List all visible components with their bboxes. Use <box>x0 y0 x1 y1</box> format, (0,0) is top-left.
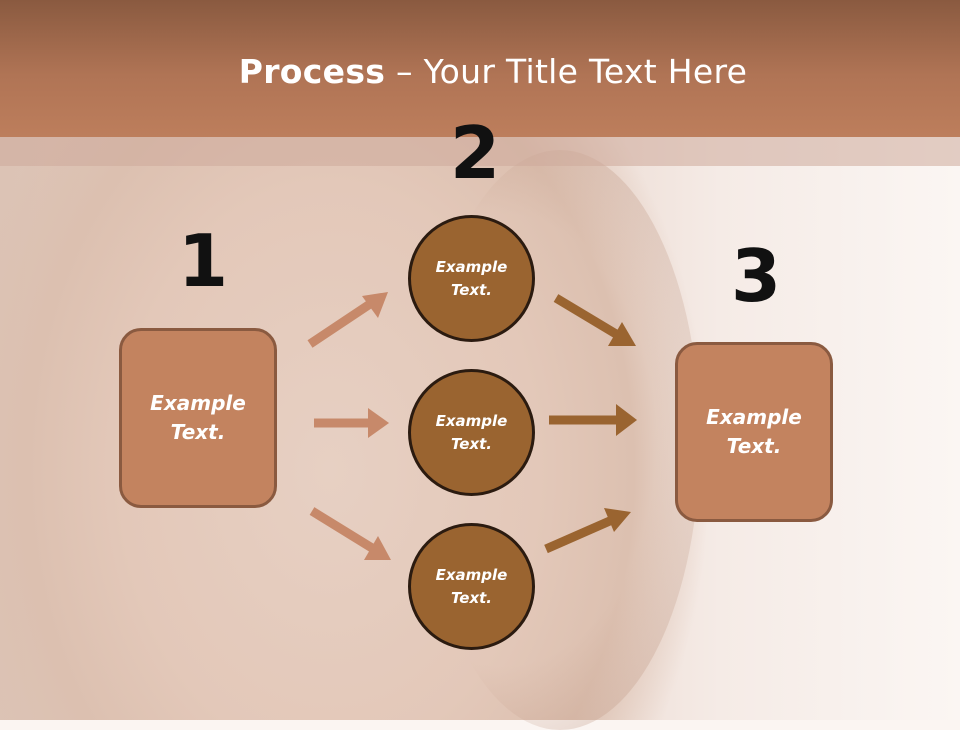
title-bar-band <box>0 137 960 166</box>
step-number-1: 1 <box>178 219 229 303</box>
arrow-bottom-to-3 <box>544 508 631 554</box>
arrow-1-to-top <box>307 292 388 348</box>
arrow-1-to-middle <box>314 408 389 438</box>
arrow-middle-to-3 <box>549 404 637 436</box>
step-number-2: 2 <box>450 111 501 195</box>
slide-title-rest: – Your Title Text Here <box>385 52 748 91</box>
step-number-3: 3 <box>731 234 782 318</box>
title-bar <box>0 0 960 137</box>
arrow-1-to-bottom <box>309 507 391 560</box>
arrow-top-to-3 <box>553 294 636 346</box>
slide-title-bold: Process <box>238 52 386 91</box>
slide-title: Process – Your Title Text Here <box>0 52 960 91</box>
